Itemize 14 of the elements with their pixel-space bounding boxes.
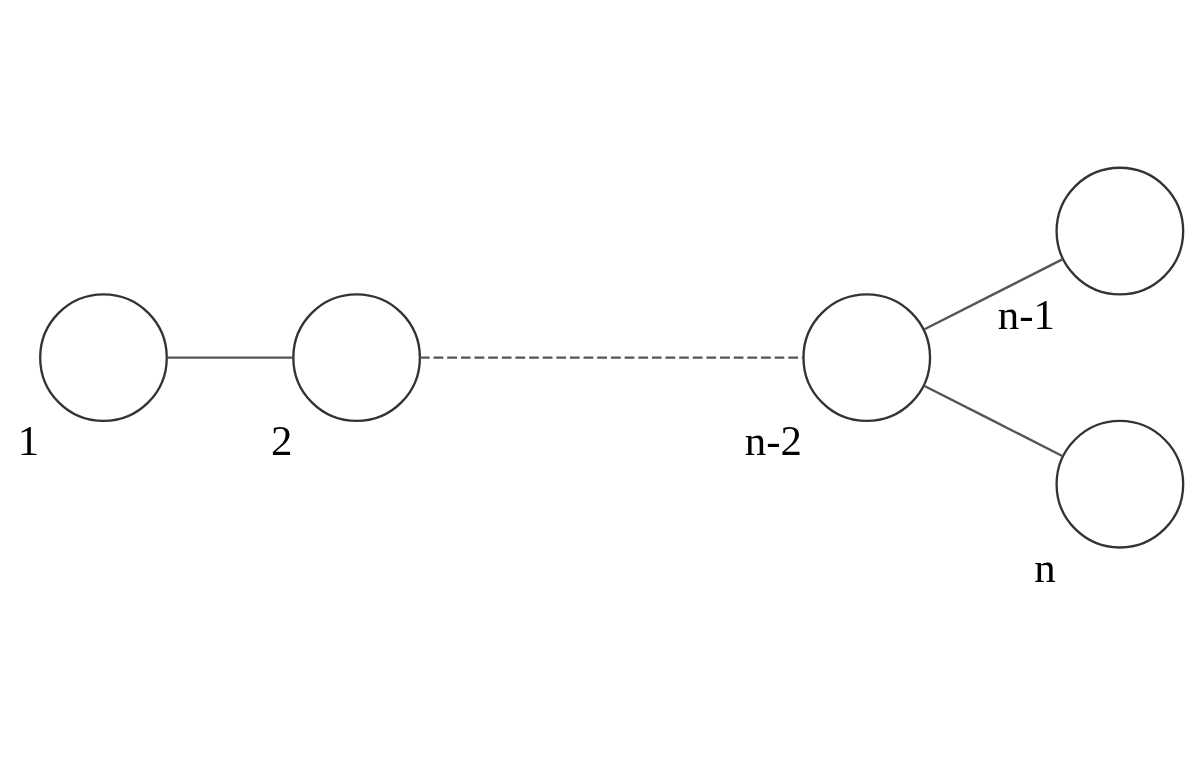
node-circle [39,293,168,423]
connector [923,384,1064,458]
node-label: n-2 [744,417,802,465]
node-label: n-1 [997,290,1055,338]
connector [923,258,1064,331]
node-label: n [1034,543,1056,591]
node-circle [292,293,422,423]
node-circle [1055,166,1185,296]
connector [420,356,803,359]
node-circle [1055,419,1185,549]
node-circle [802,293,932,423]
connector [167,356,293,359]
node-label: 2 [270,417,293,465]
node-label: 1 [17,417,40,465]
